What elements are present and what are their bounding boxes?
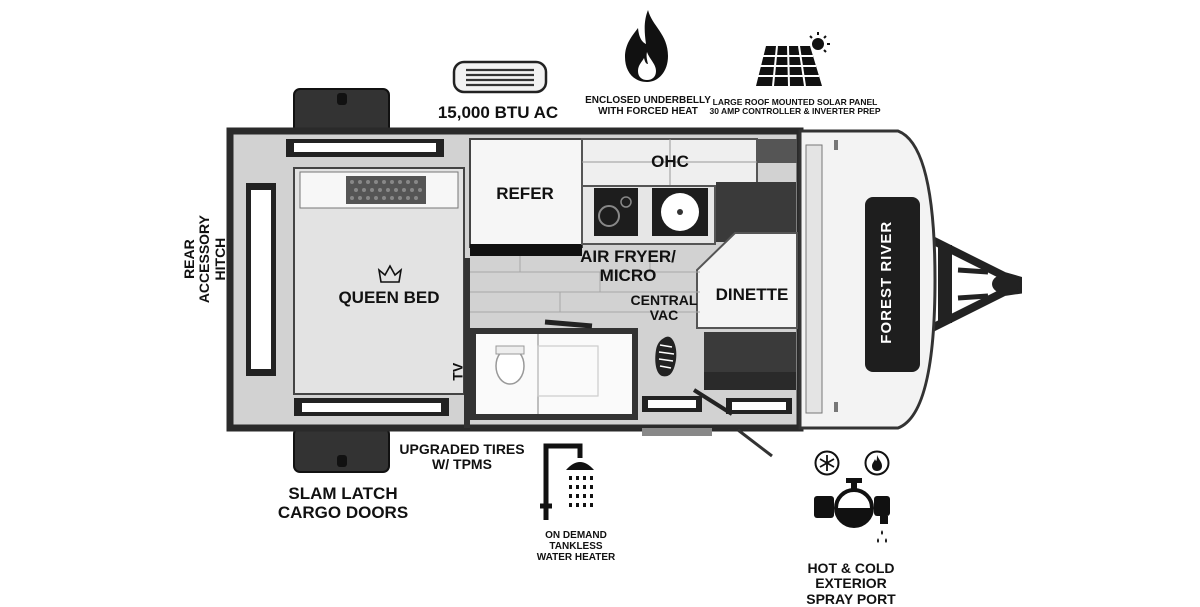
refer-label: REFER	[496, 184, 554, 203]
queen-bed	[293, 167, 465, 395]
solar-label: LARGE ROOF MOUNTED SOLAR PANEL 30 AMP CO…	[709, 97, 881, 117]
dinette-label: DINETTE	[715, 285, 789, 304]
solar-panel-icon	[752, 30, 836, 90]
central-vac-label: CENTRAL VAC	[630, 292, 698, 324]
spray-port-icon	[812, 478, 894, 548]
dinette	[696, 182, 798, 390]
water-heater-label: ON DEMAND TANKLESS WATER HEATER	[536, 530, 616, 563]
footprint-icon	[655, 336, 677, 377]
shower-icon	[540, 440, 612, 522]
ohc-label: OHC	[651, 152, 689, 171]
crown-icon	[377, 264, 403, 283]
snowflake-icon	[814, 450, 840, 476]
tv-label: TV	[449, 362, 466, 381]
underbelly-label: ENCLOSED UNDERBELLY WITH FORCED HEAT	[585, 95, 711, 117]
cargo-door-bottom	[293, 427, 390, 473]
cargo-door-top	[293, 88, 390, 134]
spray-port-label: HOT & COLD EXTERIOR SPRAY PORT	[806, 560, 896, 607]
tow-hitch	[930, 236, 1022, 332]
bathroom	[470, 319, 638, 420]
ac-label: 15,000 BTU AC	[437, 103, 559, 122]
queen-bed-label: QUEEN BED	[338, 288, 440, 307]
ac-unit-icon	[452, 58, 548, 96]
tires-label: UPGRADED TIRES W/ TPMS	[399, 441, 525, 473]
microwave-label: AIR FRYER/ MICRO	[580, 247, 676, 285]
flame-icon	[622, 8, 672, 84]
brand-logo-text: FOREST RIVER	[877, 220, 895, 344]
cargo-label: SLAM LATCH CARGO DOORS	[277, 484, 409, 522]
refrigerator	[469, 138, 583, 256]
flame-small-icon	[864, 450, 890, 476]
